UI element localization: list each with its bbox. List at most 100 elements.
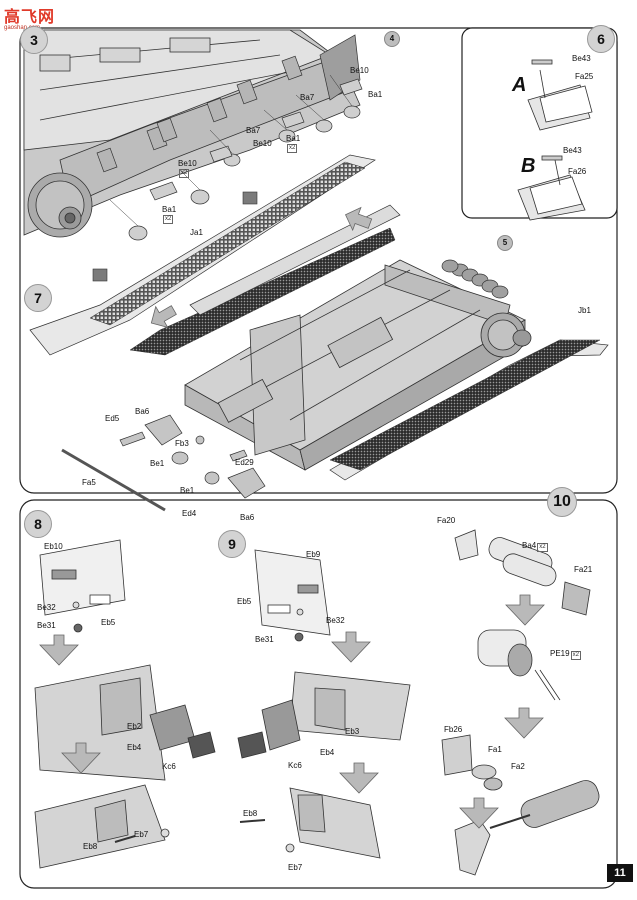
step-8-marker: 8: [24, 510, 52, 538]
part-label: Eb4: [320, 748, 335, 757]
part-label: Ja1: [190, 228, 203, 237]
leader-lines: [109, 74, 353, 227]
part-label: Fa20: [437, 516, 456, 525]
part-label: Fa5: [82, 478, 96, 487]
x2-badge: x2: [570, 651, 581, 660]
main-hull: [184, 259, 526, 471]
bump-stops: [128, 78, 363, 241]
part-label: Fa1: [488, 745, 502, 754]
part-label: Eb5: [101, 618, 116, 627]
variant-a-label: A: [512, 74, 527, 96]
part-label: Be31: [37, 621, 56, 630]
fender-jb1: [329, 339, 609, 481]
assembly-arrows: [150, 206, 373, 329]
flow-arrows-10: [459, 594, 545, 829]
watermark-url: gaoshan.com: [4, 25, 41, 31]
rear-plate-8-a: [34, 664, 216, 781]
watermark-text: 高飞网: [4, 9, 56, 26]
rear-plate-8-b: [34, 784, 170, 869]
hatch-b: [517, 155, 586, 221]
part-label: Fa2: [511, 762, 525, 771]
part-label: Ed5: [105, 414, 120, 423]
step-6-marker: 6: [587, 25, 615, 53]
part-label: Be32: [326, 616, 345, 625]
step-3-marker: 3: [20, 26, 48, 54]
part-label: Eb3: [345, 727, 360, 736]
part-label: Be43: [572, 54, 591, 63]
muffler-final: [454, 780, 600, 876]
step-10-marker: 10: [547, 487, 577, 517]
part-label: Fb26: [444, 725, 463, 734]
part-label: Be10: [253, 139, 272, 148]
part-label: Be32: [37, 603, 56, 612]
part-label: Eb4: [127, 743, 142, 752]
muffler-parts-c: [441, 734, 503, 791]
page-number: 11: [607, 864, 633, 882]
rear-plate-9-b: [239, 787, 381, 859]
plate-eb9: [254, 549, 331, 642]
part-label: Eb10: [44, 542, 63, 551]
step-9-marker: 9: [218, 530, 246, 558]
part-label: Eb8: [243, 809, 258, 818]
part-label: Eb9: [306, 550, 321, 559]
part-label: Be43: [563, 146, 582, 155]
flow-arrows-8: [39, 634, 101, 774]
drive-sprocket: [27, 172, 93, 238]
step-5-marker: 5: [497, 235, 513, 251]
rear-sprocket: [480, 312, 532, 358]
part-label: Ba6: [240, 513, 255, 522]
muffler-parts-a: [454, 529, 591, 616]
side-skirt: [189, 204, 401, 316]
part-label: Ed29: [235, 458, 254, 467]
rear-plate-9-a: [237, 671, 411, 759]
part-label: Eb2: [127, 722, 142, 731]
fender-ja1: [29, 154, 376, 356]
part-label: Be1: [180, 486, 195, 495]
part-label: Ba1: [368, 90, 383, 99]
upper-hull: [23, 29, 361, 236]
plate-eb10: [39, 539, 126, 633]
hint-icons: [92, 191, 258, 282]
step-4-marker: 4: [384, 31, 400, 47]
part-label: Ba7: [246, 126, 261, 135]
part-label: Fa21: [574, 565, 593, 574]
x2-badge: x2: [179, 169, 190, 178]
front-parts: [61, 414, 266, 512]
part-label: Be31: [255, 635, 274, 644]
part-label: Fb3: [175, 439, 189, 448]
muffler-assembly-b: [477, 629, 561, 701]
mesh-plate-ja1b: [129, 227, 396, 356]
part-label: Eb5: [237, 597, 252, 606]
variant-b-label: B: [521, 155, 536, 177]
part-label: Fa25: [575, 72, 594, 81]
x2-badge: x2: [287, 144, 298, 153]
flow-arrows-9: [331, 631, 379, 794]
part-label: Kc6: [288, 761, 302, 770]
panel-steps-8-10: [19, 499, 618, 889]
watermark-logo: 高飞网 gaoshan.com: [4, 3, 55, 31]
part-label: Fa26: [568, 167, 587, 176]
panel-step-3-7: [19, 27, 618, 494]
step-7-marker: 7: [24, 284, 52, 312]
hatch-a: [527, 59, 593, 131]
x2-badge: x2: [163, 215, 174, 224]
part-label: Ba6: [135, 407, 150, 416]
part-label: Be1: [150, 459, 165, 468]
x2-badge: x2: [537, 543, 548, 552]
part-label: Ba7: [300, 93, 315, 102]
part-label: Eb7: [134, 830, 149, 839]
part-label: Jb1: [578, 306, 591, 315]
part-label: Be10: [350, 66, 369, 75]
part-label: Ed4: [182, 509, 197, 518]
part-label: Eb8: [83, 842, 98, 851]
engine-deck-5: [441, 259, 509, 299]
part-label: Kc6: [162, 762, 176, 771]
suspension-brackets: [96, 55, 303, 173]
part-label: Eb7: [288, 863, 303, 872]
